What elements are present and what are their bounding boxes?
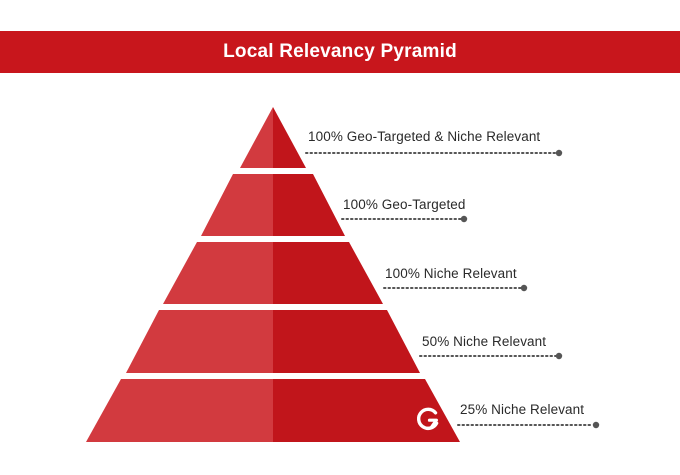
pyramid-tier-4 — [126, 310, 420, 373]
tier-label-1: 100% Geo-Targeted & Niche Relevant — [308, 129, 541, 144]
tier-label-2: 100% Geo-Targeted — [343, 197, 466, 212]
tier-label-3: 100% Niche Relevant — [385, 266, 517, 281]
pyramid-tier-1 — [240, 107, 306, 168]
leader-dot-3 — [520, 284, 528, 292]
pyramid-tier-2 — [201, 174, 345, 236]
tier-label-5: 25% Niche Relevant — [460, 402, 585, 417]
title-banner: Local Relevancy Pyramid — [0, 31, 680, 73]
leader-dot-1 — [555, 149, 563, 157]
brand-g-logo-icon — [416, 407, 439, 431]
leader-dot-4 — [555, 352, 563, 360]
page-title: Local Relevancy Pyramid — [223, 41, 457, 62]
pyramid-tier-3 — [163, 242, 383, 304]
leader-dot-2 — [460, 215, 468, 223]
leader-dot-5 — [592, 421, 600, 429]
tier-label-4: 50% Niche Relevant — [422, 334, 547, 349]
pyramid-tier-5 — [86, 379, 460, 442]
